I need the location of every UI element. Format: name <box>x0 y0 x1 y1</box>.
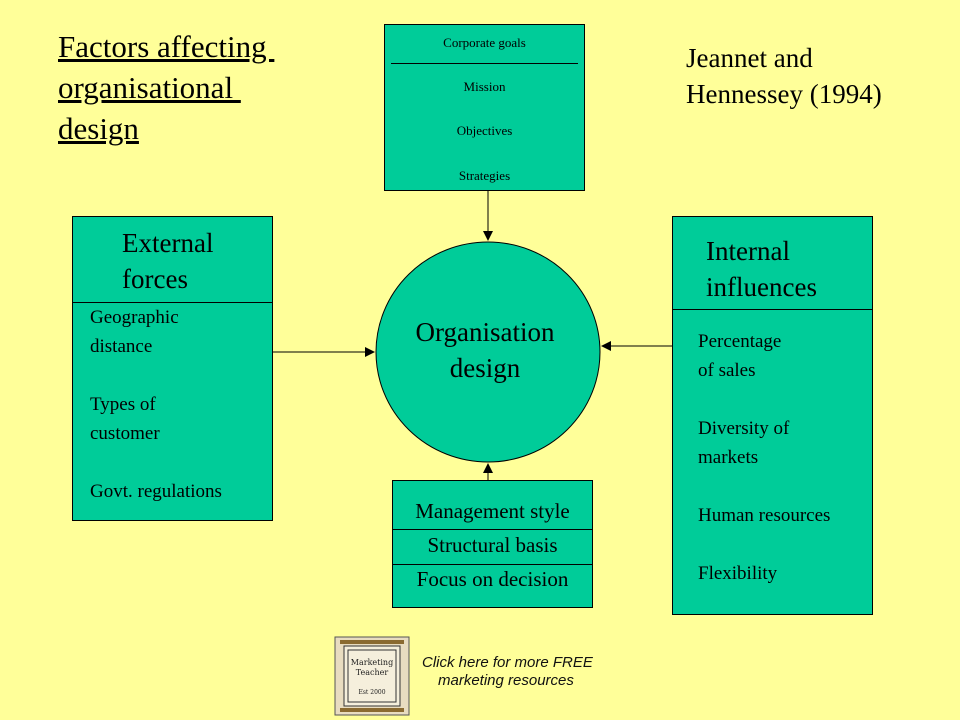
citation-line: Hennessey (1994) <box>686 79 882 109</box>
list-item: of sales <box>698 360 756 381</box>
corporate-goals-box: Corporate goals Mission Objectives Strat… <box>384 24 585 191</box>
logo-text: Marketing <box>351 658 393 667</box>
list-item: customer <box>90 423 160 444</box>
internal-influences-box: Internal influences Percentage of sales … <box>672 216 873 615</box>
organisation-design-circle <box>375 241 601 463</box>
free-resources-link[interactable]: Click here for more FREE marketing resou… <box>422 654 593 690</box>
organisation-design-label: Organisation design <box>390 314 580 386</box>
title-line: Factors affecting <box>58 29 275 64</box>
list-item: Percentage <box>698 331 782 352</box>
link-line: Click here for more FREE <box>422 654 593 671</box>
marketing-teacher-logo-icon[interactable]: Marketing Teacher Est 2000 <box>334 636 410 716</box>
management-box-item: Focus on decision <box>416 567 569 591</box>
internal-influences-list: Percentage of sales Diversity of markets… <box>698 327 830 588</box>
list-item: Types of <box>90 394 156 415</box>
center-label-line: design <box>449 353 521 383</box>
list-item: markets <box>698 447 759 468</box>
box-divider <box>393 529 592 530</box>
list-item: Govt. regulations <box>90 481 222 502</box>
management-box: Management style Structural basis Focus … <box>392 480 593 608</box>
heading-line: forces <box>122 264 188 294</box>
list-item <box>698 472 830 501</box>
management-box-item: Structural basis <box>427 533 558 557</box>
page-title: Factors affecting organisational design <box>58 26 274 149</box>
list-item: Human resources <box>698 505 831 526</box>
top-box-item: Strategies <box>458 168 511 183</box>
internal-influences-heading: Internal influences <box>706 233 817 305</box>
citation: Jeannet and Hennessey (1994) <box>686 40 882 112</box>
logo-text: Teacher <box>356 668 389 677</box>
external-forces-box: External forces Geographic distance Type… <box>72 216 273 521</box>
list-item <box>90 361 222 390</box>
list-item: Diversity of <box>698 418 790 439</box>
top-box-item: Objectives <box>456 123 513 138</box>
corporate-goals-header: Corporate goals <box>391 25 578 64</box>
list-item: Geographic <box>90 307 179 328</box>
top-box-item: Mission <box>463 79 506 94</box>
list-item <box>90 448 222 477</box>
citation-line: Jeannet and <box>686 43 813 73</box>
box-divider <box>673 309 872 310</box>
list-item <box>698 530 830 559</box>
heading-line: Internal <box>706 236 790 266</box>
box-divider <box>73 302 272 303</box>
heading-line: influences <box>706 272 817 302</box>
list-item: distance <box>90 336 153 357</box>
external-forces-heading: External forces <box>122 225 213 297</box>
title-line: design <box>58 111 139 146</box>
list-item: Flexibility <box>698 563 778 584</box>
box-divider <box>393 564 592 565</box>
center-label-line: Organisation <box>415 317 555 347</box>
management-box-item: Management style <box>415 499 570 523</box>
title-line: organisational <box>58 70 241 105</box>
external-forces-list: Geographic distance Types of customer Go… <box>90 303 222 506</box>
heading-line: External <box>122 228 214 258</box>
logo-text: Est 2000 <box>358 689 385 696</box>
link-line: marketing resources <box>438 672 574 689</box>
list-item <box>698 385 830 414</box>
